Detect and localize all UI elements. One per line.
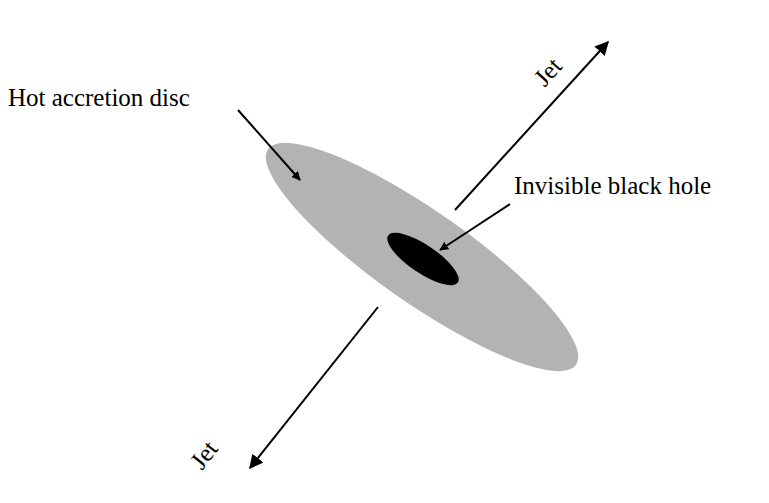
callout-label: Hot accretion disc bbox=[8, 84, 190, 112]
callout-label: Invisible black hole bbox=[514, 172, 711, 200]
leader-arrow bbox=[238, 110, 300, 180]
accretion-disc bbox=[242, 111, 603, 402]
jet-arrow bbox=[250, 307, 378, 468]
leader-arrow bbox=[440, 204, 510, 250]
jet-label: Jet bbox=[185, 436, 224, 475]
black-hole bbox=[380, 224, 465, 294]
jet-label: Jet bbox=[528, 52, 567, 91]
